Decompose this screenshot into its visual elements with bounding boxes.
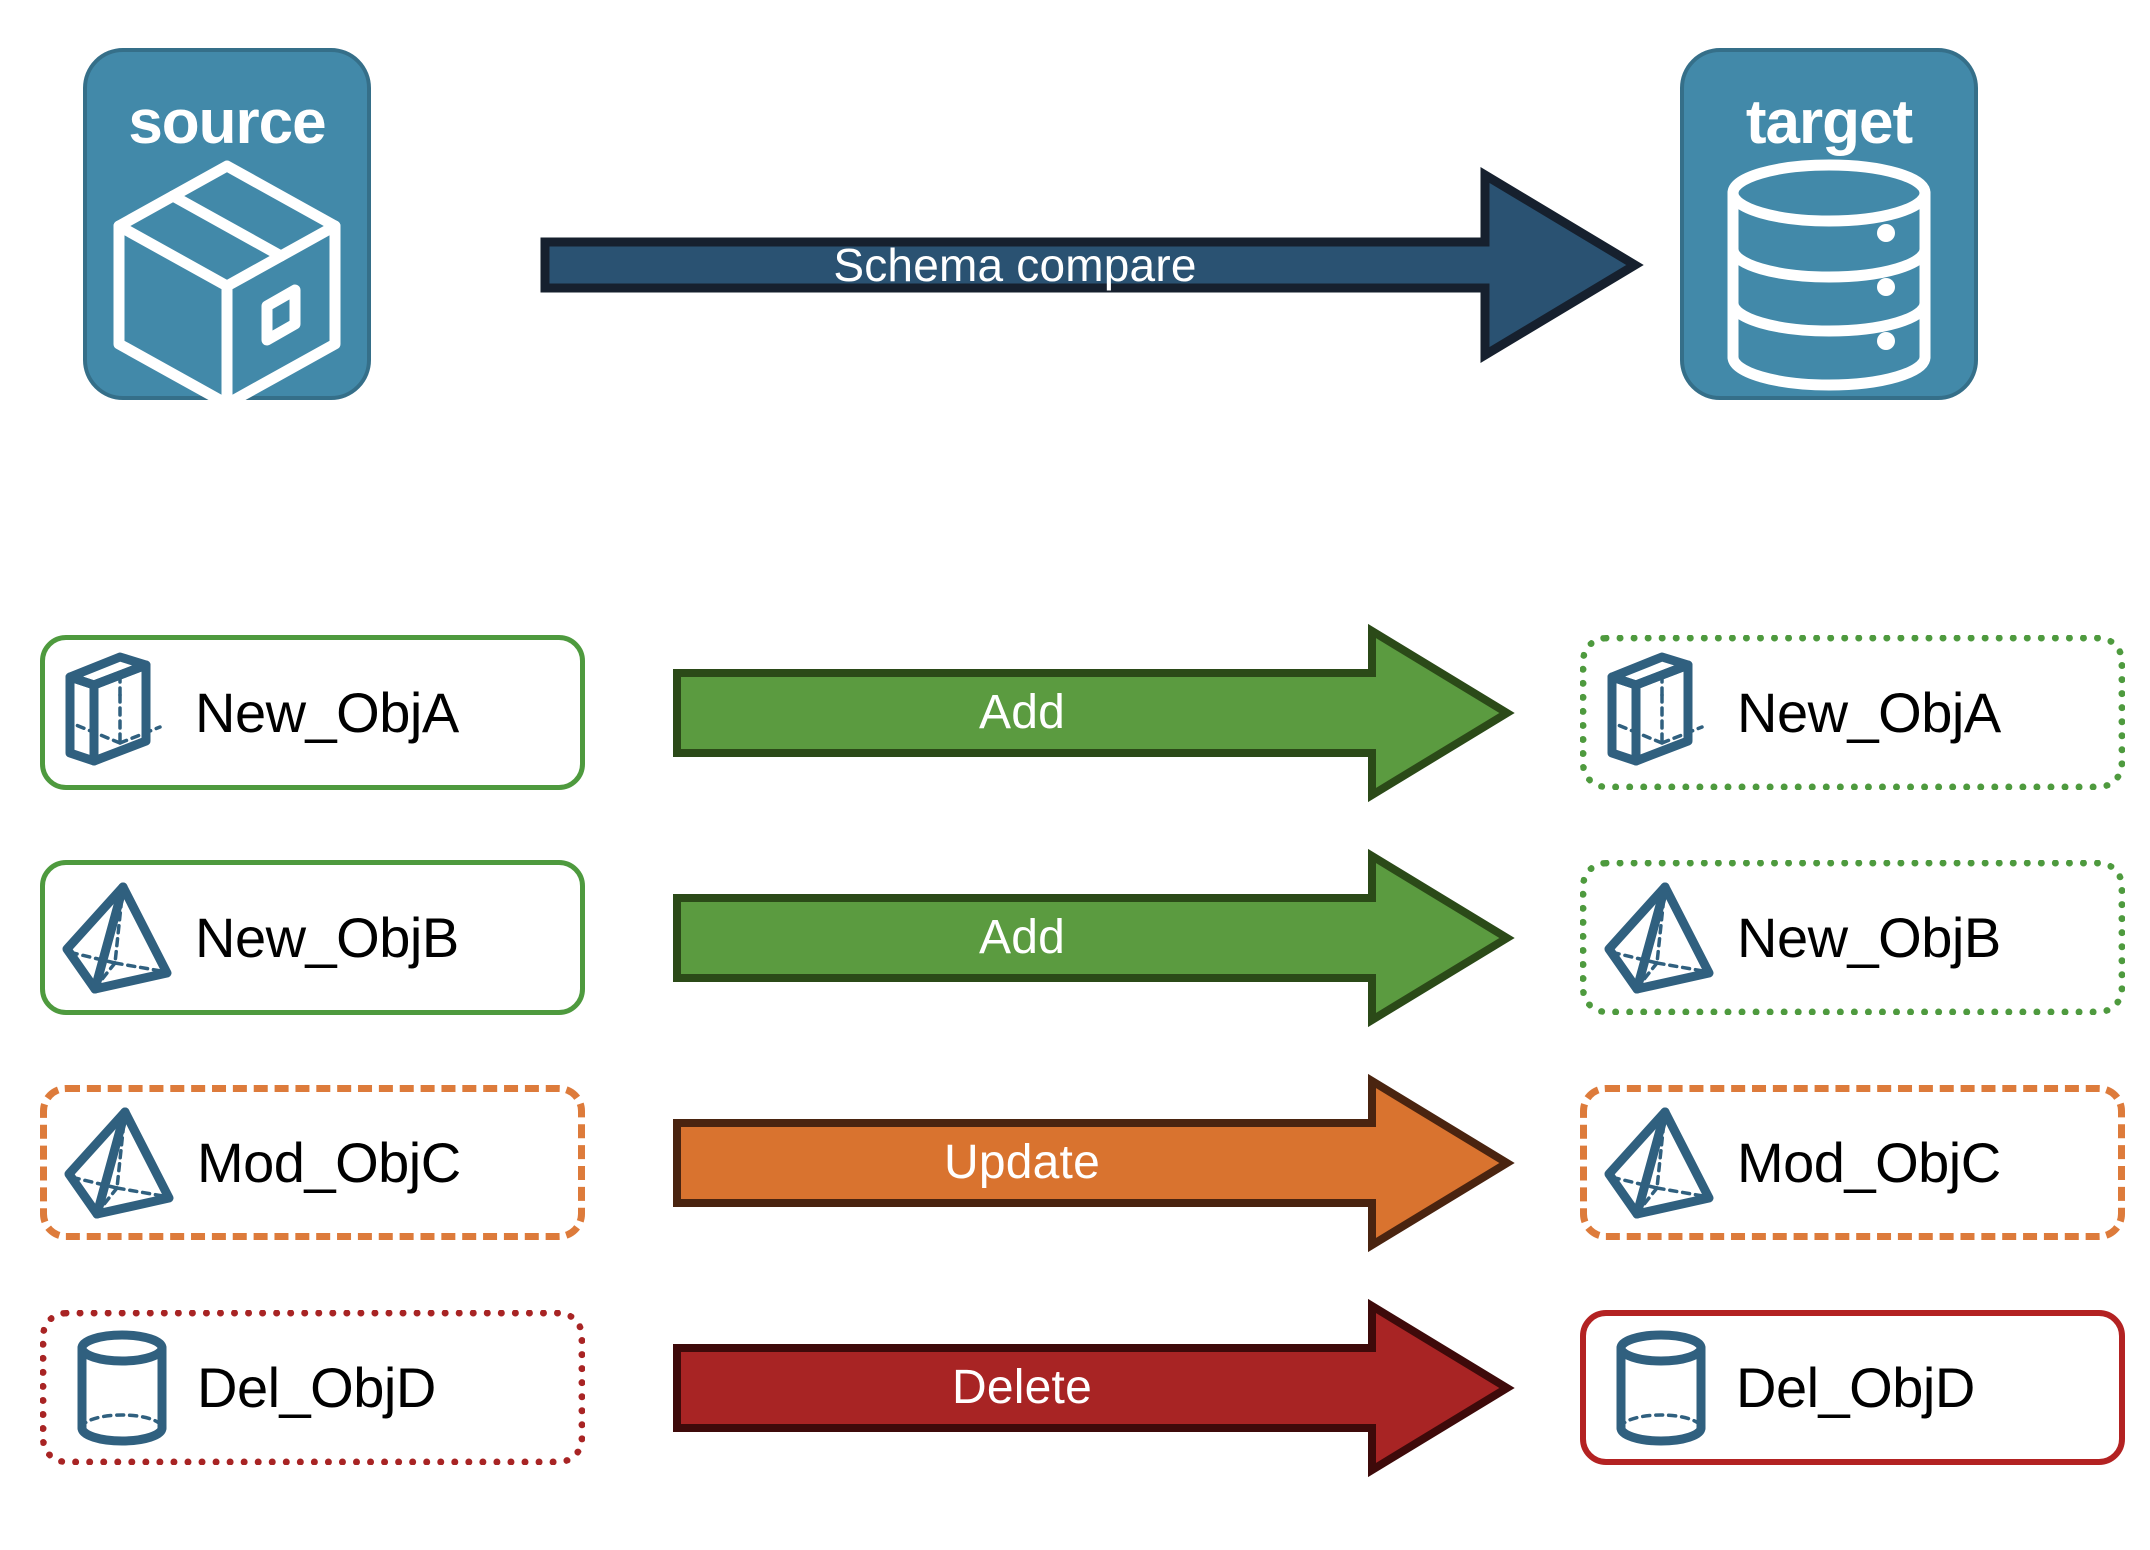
- wireframe-cube-icon: [1587, 652, 1737, 771]
- source-object-label: New_ObjA: [195, 681, 459, 744]
- source-object-label: Mod_ObjC: [197, 1131, 461, 1194]
- target-object-card[interactable]: Mod_ObjC: [1580, 1085, 2125, 1240]
- source-object-card[interactable]: New_ObjB: [40, 860, 585, 1015]
- diff-row: New_ObjB Add: [0, 848, 2150, 1028]
- diff-row: New_ObjA Add: [0, 623, 2150, 803]
- action-arrow-label: Add: [978, 911, 1065, 964]
- action-arrow-label: Update: [944, 1136, 1100, 1189]
- target-object-card[interactable]: New_ObjA: [1580, 635, 2125, 790]
- source-endpoint-card: source: [83, 48, 371, 410]
- action-arrow-add: Add: [672, 623, 1515, 803]
- source-title: source: [128, 88, 326, 157]
- package-cube-icon: [87, 154, 367, 410]
- source-object-card[interactable]: Mod_ObjC: [40, 1085, 585, 1240]
- wireframe-cylinder-icon: [47, 1330, 197, 1446]
- source-object-card[interactable]: New_ObjA: [40, 635, 585, 790]
- compare-arrow-shape: [540, 167, 1644, 363]
- action-arrow-shape: [673, 623, 1515, 803]
- target-object-card[interactable]: Del_ObjD: [1580, 1310, 2125, 1465]
- source-object-label: New_ObjB: [195, 906, 459, 969]
- wireframe-pyramid-icon: [45, 879, 195, 997]
- action-arrow-add: Add: [672, 848, 1515, 1028]
- target-object-label: Mod_ObjC: [1737, 1131, 2001, 1194]
- target-object-label: Del_ObjD: [1736, 1356, 1975, 1419]
- action-arrow-label: Delete: [952, 1361, 1092, 1414]
- action-arrow-update: Update: [672, 1073, 1515, 1253]
- schema-compare-arrow: Schema compare: [540, 167, 1644, 363]
- target-endpoint-card: target: [1680, 48, 1978, 400]
- action-arrow-shape: [673, 1298, 1515, 1478]
- wireframe-pyramid-icon: [1587, 879, 1737, 997]
- action-arrow-shape: [673, 848, 1515, 1028]
- action-arrow-delete: Delete: [672, 1298, 1515, 1478]
- action-arrow-shape: [673, 1073, 1515, 1253]
- database-cylinder-icon: [1684, 154, 1974, 396]
- wireframe-cube-icon: [45, 652, 195, 771]
- action-arrow-label: Add: [978, 686, 1065, 739]
- schema-compare-label: Schema compare: [833, 239, 1197, 291]
- source-object-card[interactable]: Del_ObjD: [40, 1310, 585, 1465]
- target-object-label: New_ObjA: [1737, 681, 2001, 744]
- diff-row: Mod_ObjC Update: [0, 1073, 2150, 1253]
- diff-row: Del_ObjD Delete Del_ObjD: [0, 1298, 2150, 1478]
- wireframe-cylinder-icon: [1586, 1330, 1736, 1446]
- target-object-card[interactable]: New_ObjB: [1580, 860, 2125, 1015]
- wireframe-pyramid-icon: [47, 1104, 197, 1222]
- target-object-label: New_ObjB: [1737, 906, 2001, 969]
- source-object-label: Del_ObjD: [197, 1356, 436, 1419]
- target-title: target: [1745, 88, 1913, 157]
- wireframe-pyramid-icon: [1587, 1104, 1737, 1222]
